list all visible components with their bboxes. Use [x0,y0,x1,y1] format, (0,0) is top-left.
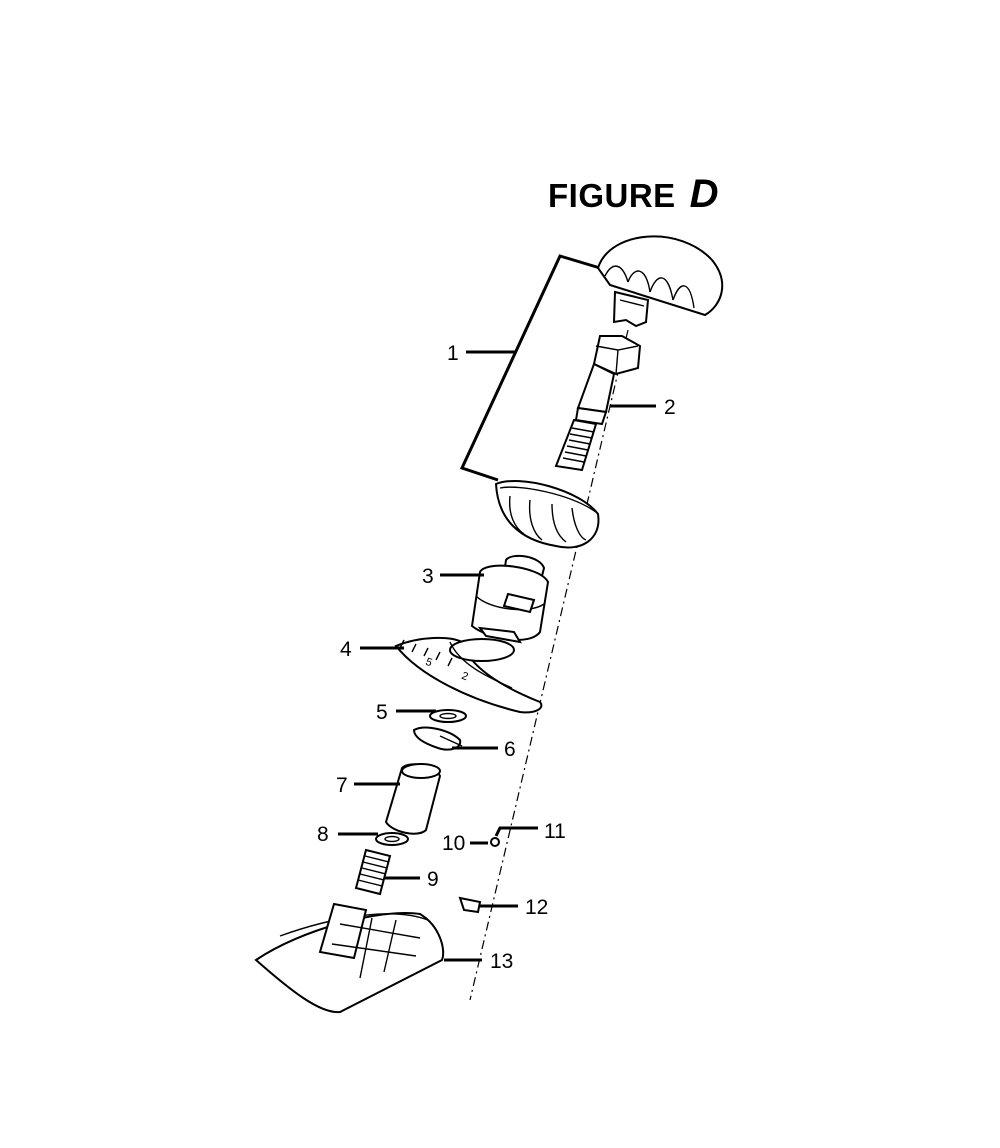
assembly-axis [469,329,629,1001]
callout-9: 9 [427,868,439,891]
part-10-11-pin [490,837,500,847]
callout-1: 1 [447,342,459,365]
callout-13: 13 [490,950,513,973]
figure-title-letter: D [689,172,719,216]
part-1-bracket [459,254,601,482]
bezel-mark-5: 5 [424,656,434,669]
part-13-base [254,902,445,1014]
knob-top-half [596,235,724,328]
callout-6: 6 [504,738,516,761]
callout-11: 11 [544,820,566,843]
callout-12: 12 [525,896,548,919]
part-4-bezel [394,636,543,714]
callout-7: 7 [336,774,348,797]
part-8-washer [375,832,409,846]
part-2-shaft [554,335,642,472]
part-6-clip [412,726,463,751]
callout-8: 8 [317,823,329,846]
part-12-clip [458,896,482,914]
part-5-washer [429,709,467,723]
bezel-mark-2: 2 [460,670,470,683]
knob-bottom-half [494,480,600,549]
leader-11 [494,826,538,837]
callout-4: 4 [340,638,352,661]
part-9-spring [354,848,392,896]
callout-10: 10 [442,832,465,855]
part-7-sleeve [384,763,442,835]
figure-title: FIGURE D [548,172,719,216]
callout-5: 5 [376,701,388,724]
figure-title-word: FIGURE [548,177,676,214]
callout-2: 2 [664,396,676,419]
part-3-hub [470,554,550,644]
callout-3: 3 [422,565,434,588]
